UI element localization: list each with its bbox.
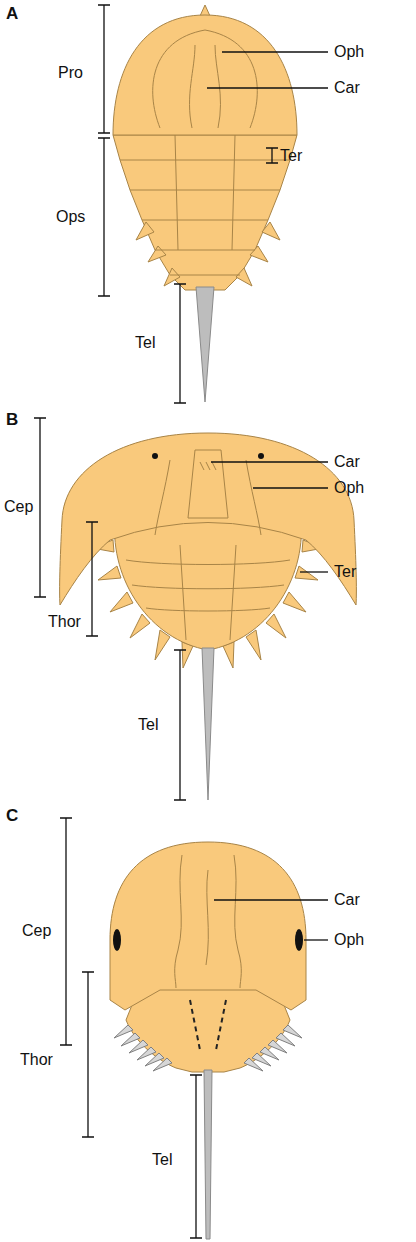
- spine: [250, 246, 268, 262]
- telson: [204, 1070, 212, 1239]
- telson: [196, 287, 214, 402]
- panel-letter: C: [6, 806, 18, 826]
- ridge-lines: [120, 30, 290, 988]
- part-label: Oph: [334, 478, 364, 498]
- part-label: Car: [334, 78, 360, 98]
- spine: [114, 1025, 133, 1038]
- bracket: [86, 522, 98, 636]
- telson: [202, 648, 214, 800]
- spine: [98, 566, 121, 580]
- eye: [113, 929, 121, 951]
- dashed-ridge: [190, 1000, 226, 1050]
- leader-line: [207, 87, 328, 88]
- spine: [121, 1033, 140, 1046]
- eye: [295, 929, 303, 951]
- body-fill: [60, 5, 357, 1072]
- spine: [155, 630, 170, 660]
- part-label: Car: [334, 890, 360, 910]
- ophthalmic-ridge: [175, 855, 242, 988]
- part-label: Ops: [56, 207, 85, 227]
- spine: [244, 1058, 263, 1071]
- thorax-shape: [115, 520, 302, 650]
- leader-line: [300, 571, 328, 572]
- spine: [148, 246, 166, 262]
- part-label: Oph: [334, 930, 364, 950]
- spine: [246, 630, 261, 660]
- ophthalmic-ridge: [153, 30, 258, 128]
- ophthalmic-ridge: [155, 460, 261, 535]
- part-label: Ter: [334, 562, 356, 582]
- spine: [130, 614, 150, 638]
- part-label: Cep: [22, 921, 51, 941]
- bracket: [174, 650, 186, 800]
- prosoma-shape: [113, 15, 297, 135]
- spine: [283, 592, 306, 612]
- cardiac-ridge: [206, 870, 208, 965]
- spine: [262, 222, 280, 240]
- spine: [129, 1040, 148, 1053]
- panel-letter: B: [6, 410, 18, 430]
- cardiac-lobe: [188, 450, 228, 518]
- leader-line: [253, 487, 328, 488]
- panel-letter: A: [6, 4, 18, 24]
- c-spines: [114, 1025, 302, 1071]
- bracket: [98, 138, 110, 296]
- leader-line: [222, 51, 328, 52]
- leader-line: [304, 939, 328, 940]
- bracket: [34, 418, 46, 597]
- tergite-line: [120, 160, 290, 275]
- cephalothorax-shape: [60, 433, 357, 605]
- spine: [236, 268, 252, 286]
- cephalothorax-shape: [110, 842, 306, 1010]
- part-label: Tel: [135, 333, 155, 353]
- leader-line: [211, 461, 328, 462]
- prosoma-point: [200, 5, 210, 16]
- cardiac-mark: [200, 462, 216, 470]
- axial-line: [180, 545, 236, 640]
- spine: [110, 592, 133, 612]
- bracket: [98, 5, 110, 133]
- part-label: Oph: [334, 42, 364, 62]
- spine: [153, 1058, 172, 1071]
- part-label: Car: [334, 452, 360, 472]
- part-label: Cep: [4, 497, 33, 517]
- leader-line: [214, 899, 328, 900]
- eye: [258, 453, 264, 459]
- axial-line: [175, 135, 235, 250]
- spine: [136, 222, 154, 240]
- bracket: [190, 1075, 202, 1238]
- spine: [268, 1040, 287, 1053]
- part-label: Tel: [138, 715, 158, 735]
- spine: [276, 1033, 295, 1046]
- part-label: Tel: [152, 1150, 172, 1170]
- spine: [283, 1025, 302, 1038]
- part-label: Thor: [20, 1050, 53, 1070]
- cardiac-lobe: [190, 45, 221, 128]
- part-label: Thor: [48, 612, 81, 632]
- tergite-line: [126, 560, 290, 611]
- part-label: Ter: [280, 146, 302, 166]
- bracket: [174, 284, 186, 403]
- brackets: [34, 5, 328, 1238]
- eye: [152, 453, 158, 459]
- thorax-shape: [126, 985, 290, 1072]
- spine: [295, 566, 318, 580]
- spine: [266, 614, 286, 638]
- part-label: Pro: [58, 63, 83, 83]
- bracket: [266, 148, 278, 163]
- telson-group: [196, 287, 214, 1239]
- bracket: [60, 818, 72, 1045]
- bracket: [82, 972, 94, 1137]
- opisthosoma-shape: [113, 135, 297, 290]
- spine: [164, 268, 180, 286]
